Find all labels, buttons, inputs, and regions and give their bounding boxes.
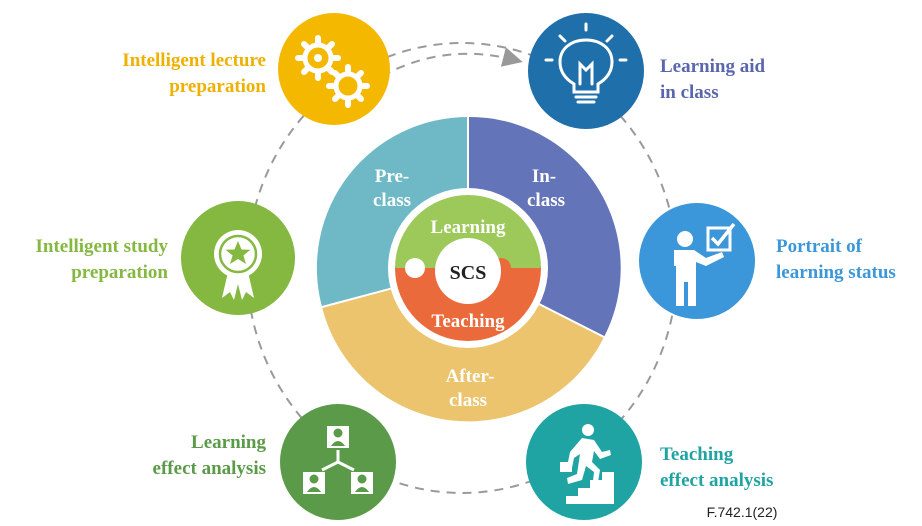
teaching-label: Teaching bbox=[431, 311, 505, 332]
node-learning-aid bbox=[528, 13, 644, 129]
study-prep-title-2: preparation bbox=[71, 262, 168, 283]
node-lecture-prep bbox=[278, 13, 390, 125]
node-teaching-effect bbox=[526, 404, 642, 520]
in-class-label-1: In- bbox=[532, 166, 556, 187]
scs-label: SCS bbox=[450, 262, 487, 284]
learning-aid-title-1: Learning aid bbox=[660, 56, 765, 77]
pre-class-label-1: Pre- bbox=[375, 166, 409, 187]
node-circle bbox=[278, 13, 390, 125]
presenter-checkbox-icon bbox=[674, 222, 736, 306]
scs-center bbox=[435, 238, 501, 304]
lecture-prep-title-1: Intelligent lecture bbox=[122, 50, 266, 71]
in-class-label-2: class bbox=[527, 190, 565, 211]
portrait-title-1: Portrait of bbox=[776, 236, 863, 257]
after-class-label-2: class bbox=[449, 390, 487, 411]
lecture-prep-title-2: preparation bbox=[169, 76, 266, 97]
node-learning-effect bbox=[280, 404, 396, 520]
node-study-prep bbox=[181, 201, 295, 315]
climbing-stairs-icon bbox=[560, 424, 614, 504]
award-badge-icon bbox=[214, 230, 262, 300]
cycle-arrow bbox=[381, 47, 523, 77]
learning-aid-title-2: in class bbox=[660, 82, 719, 103]
center-donut bbox=[316, 116, 621, 422]
learning-label: Learning bbox=[431, 217, 506, 238]
node-portrait bbox=[639, 203, 755, 319]
gears-icon bbox=[295, 35, 370, 108]
figure-id: F.742.1(22) bbox=[707, 504, 778, 520]
portrait-title-2: learning status bbox=[776, 262, 896, 283]
pre-class-label-2: class bbox=[373, 190, 411, 211]
lightbulb-icon bbox=[544, 22, 628, 104]
people-network-icon bbox=[303, 426, 373, 494]
learning-effect-title-2: effect analysis bbox=[153, 458, 266, 479]
after-class-label-1: After- bbox=[446, 366, 495, 387]
learning-effect-title-1: Learning bbox=[191, 432, 266, 453]
study-prep-title-1: Intelligent study bbox=[36, 236, 169, 257]
teaching-effect-title-2: effect analysis bbox=[660, 470, 773, 491]
teaching-effect-title-1: Teaching bbox=[660, 444, 734, 465]
learning-half bbox=[395, 195, 541, 278]
